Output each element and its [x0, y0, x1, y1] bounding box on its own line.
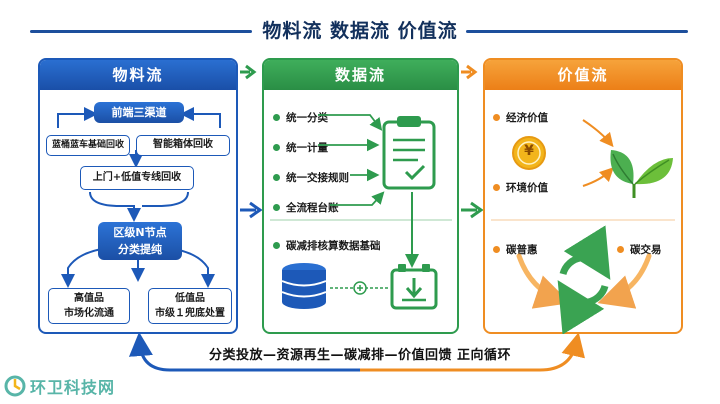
front-channel-label: 前端三渠道 [94, 102, 184, 123]
title-rule-left [30, 30, 252, 33]
data-item: 统一交接规则 [273, 170, 349, 185]
value-flow-panel: 价值流 [483, 58, 683, 334]
material-flow-header: 物料流 [40, 60, 236, 90]
output-high-value: 高值品 市场化流通 [48, 288, 130, 324]
data-item: 统一计量 [273, 140, 328, 155]
bottom-cycle-arrows [128, 332, 585, 372]
logo-icon [4, 375, 26, 397]
data-item: 全流程台账 [273, 200, 339, 215]
value-flow-graphics [491, 119, 675, 334]
bullet-icon [617, 246, 624, 253]
output-low-value: 低值品 市级１兜底处置 [148, 288, 232, 324]
bullet-icon [273, 114, 280, 121]
economic-value: 经济价值 [493, 110, 548, 125]
data-base-item: 碳减排核算数据基础 [273, 238, 381, 253]
district-node: 区级N节点 分类提纯 [98, 222, 182, 260]
bullet-icon [273, 174, 280, 181]
coin-symbol: ¥ [524, 143, 534, 159]
bullet-icon [273, 204, 280, 211]
title-rule-right [466, 30, 688, 33]
arrow-material-to-data [240, 64, 263, 219]
channel-doorstep: 上门+低值专线回收 [80, 166, 194, 190]
clipboard-icon [382, 116, 436, 190]
channel-smart-box: 智能箱体回收 [136, 135, 230, 156]
carbon-trade: 碳交易 [617, 242, 662, 257]
channel-blue-bin: 蓝桶蓝车基础回收 [46, 135, 130, 156]
bullet-icon [493, 184, 500, 191]
bullet-icon [273, 144, 280, 151]
bullet-icon [493, 114, 500, 121]
database-icon [281, 263, 327, 309]
bullet-icon [493, 246, 500, 253]
arrow-data-to-value [461, 64, 484, 219]
carbon-box-icon [390, 264, 438, 310]
data-flow-graphics [270, 114, 452, 310]
material-flow-connectors [57, 107, 221, 288]
recycle-icon [557, 225, 611, 334]
bullet-icon [273, 242, 280, 249]
value-flow-header: 价值流 [485, 60, 681, 90]
carbon-puhui: 碳普惠 [493, 242, 538, 257]
page-title: 物料流 数据流 价值流 [262, 20, 458, 42]
data-item: 统一分类 [273, 110, 328, 125]
cycle-caption: 分类投放—资源再生—碳减排—价值回馈 正向循环 [208, 348, 512, 363]
environment-value: 环境价值 [493, 180, 548, 195]
site-logo: 环卫科技网 [4, 374, 115, 398]
logo-text: 环卫科技网 [30, 378, 116, 397]
coin-icon [512, 136, 546, 170]
leaf-icon [610, 150, 673, 198]
data-flow-header: 数据流 [264, 60, 457, 90]
